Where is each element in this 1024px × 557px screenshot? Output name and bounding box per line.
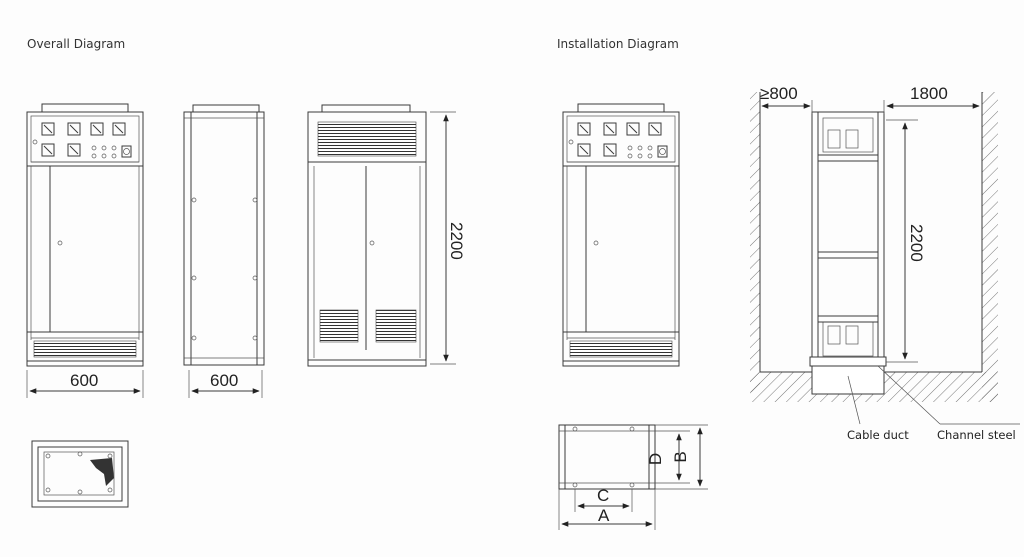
base-dim-c: C bbox=[597, 486, 609, 505]
overall-diagram-title: Overall Diagram bbox=[27, 37, 125, 51]
install-height-label: 2200 bbox=[907, 224, 926, 262]
base-dim-b: B bbox=[671, 451, 690, 462]
install-left-clearance-label: ≥800 bbox=[760, 84, 798, 103]
front-view-cabinet bbox=[26, 103, 144, 367]
base-dim-d: D bbox=[646, 453, 665, 465]
base-dim-a: A bbox=[598, 506, 610, 525]
rear-view-cabinet bbox=[307, 104, 427, 367]
front-meters bbox=[32, 122, 132, 159]
install-front-meters bbox=[568, 122, 668, 159]
install-room bbox=[750, 92, 998, 402]
install-base-plan bbox=[558, 424, 656, 490]
side-depth-label: 600 bbox=[210, 371, 238, 390]
cable-duct-label: Cable duct bbox=[847, 428, 909, 442]
front-width-label: 600 bbox=[70, 371, 98, 390]
channel-steel-label: Channel steel bbox=[937, 428, 1016, 442]
base-plan-view bbox=[31, 440, 129, 508]
installation-diagram-title: Installation Diagram bbox=[557, 37, 679, 51]
install-front-cabinet bbox=[562, 103, 680, 367]
rear-height-label: 2200 bbox=[447, 222, 466, 260]
install-right-clearance-label: 1800 bbox=[910, 84, 948, 103]
side-view-cabinet bbox=[183, 104, 265, 366]
